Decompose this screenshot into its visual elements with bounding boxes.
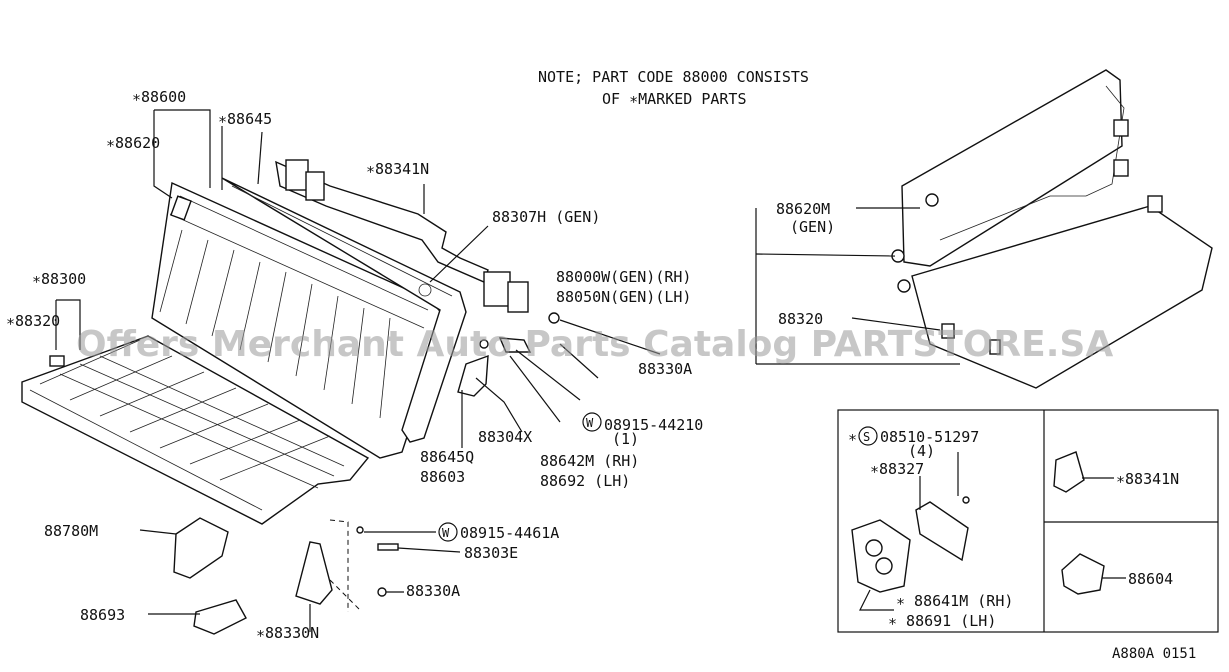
label-88642M[interactable]: 88642M (RH) [540,452,639,470]
screw-symbol: S [858,426,878,446]
part-88780M [173,517,229,579]
label-88645[interactable]: ∗88645 [218,110,272,128]
detail-inset [837,409,1219,633]
label-08915-44210-qty: (1) [612,430,639,448]
label-88600[interactable]: ∗88600 [132,88,186,106]
label-88691[interactable]: ∗ 88691 (LH) [888,612,996,630]
seat-cushion-assembly [21,335,370,525]
label-88307H[interactable]: 88307H (GEN) [492,208,600,226]
label-88000W[interactable]: 88000W(GEN)(RH) [556,268,691,286]
label-88304X[interactable]: 88304X [478,428,532,446]
label-88692[interactable]: 88692 (LH) [540,472,630,490]
label-88320-star[interactable]: ∗88320 [6,312,60,330]
label-88327[interactable]: ∗88327 [870,460,924,478]
part-88604 [1061,553,1105,595]
hinge-plate [457,312,560,397]
label-88330A-top[interactable]: 88330A [638,360,692,378]
right-seat-view [891,69,1213,389]
label-88303E[interactable]: 88303E [464,544,518,562]
drawing-code: A880A 0151 [1112,646,1196,662]
svg-text:W: W [586,416,594,430]
part-88693 [193,599,247,635]
label-88330A-bottom[interactable]: 88330A [406,582,460,600]
back-hinge-bracket [275,159,529,313]
label-88604[interactable]: 88604 [1128,570,1173,588]
label-88341N-inset[interactable]: ∗88341N [1116,470,1179,488]
label-88603[interactable]: 88603 [420,468,465,486]
label-88620[interactable]: ∗88620 [106,134,160,152]
part-88341N-inset [1053,451,1085,493]
washer-symbol-1: W [582,412,602,432]
label-88050N[interactable]: 88050N(GEN)(LH) [556,288,691,306]
part-88327 [915,501,969,562]
label-08510-51297[interactable]: 08510-51297 [880,428,979,446]
label-88620M-gen: (GEN) [790,218,835,236]
label-88641M[interactable]: ∗ 88641M (RH) [896,592,1013,610]
label-88780M[interactable]: 88780M [44,522,98,540]
label-08510-qty: (4) [908,442,935,460]
washer-symbol-2: W [438,522,458,542]
label-88693[interactable]: 88693 [80,606,125,624]
svg-text:S: S [863,430,870,444]
note-line-2: OF ∗MARKED PARTS [602,90,747,108]
label-08915-44210[interactable]: 08915-44210 [604,416,703,434]
label-88620M[interactable]: 88620M [776,200,830,218]
part-88330N [295,541,333,605]
label-88320[interactable]: 88320 [778,310,823,328]
label-88300[interactable]: ∗88300 [32,270,86,288]
lower-hardware [173,517,399,635]
back-board-panel [221,177,467,443]
label-08915-4461A[interactable]: 08915-4461A [460,524,559,542]
note-line-1: NOTE; PART CODE 88000 CONSISTS [538,68,809,86]
leader-lines [55,109,1126,632]
svg-text:W: W [442,526,450,540]
label-88330N[interactable]: ∗88330N [256,624,319,642]
label-88341N[interactable]: ∗88341N [366,160,429,178]
label-88645Q[interactable]: 88645Q [420,448,474,466]
part-88641M [851,519,911,593]
watermark-text: Offers Merchant Auto Parts Catalog PARTS… [76,324,1113,365]
label-08510-star: ∗ [848,428,857,446]
